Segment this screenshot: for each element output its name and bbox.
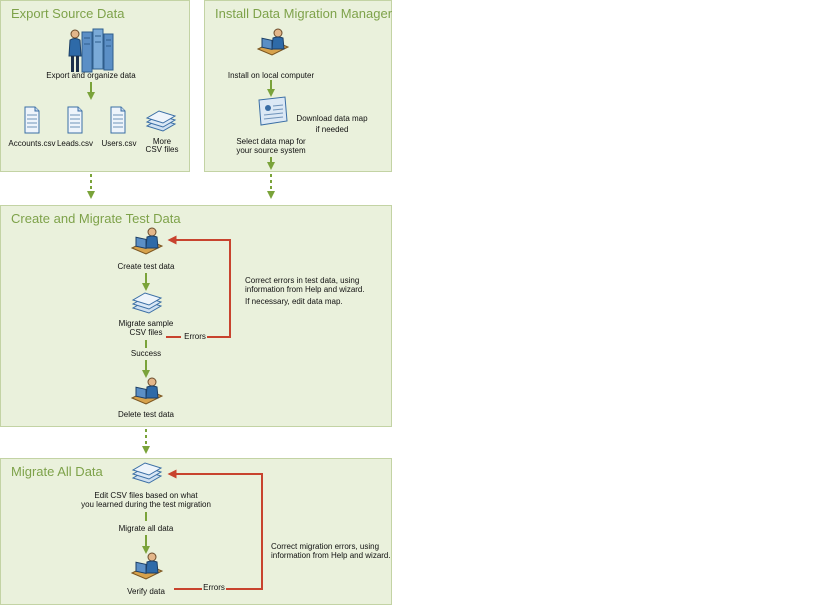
panel-title-all: Migrate All Data bbox=[11, 464, 103, 479]
person-at-computer-icon-delete bbox=[130, 376, 164, 410]
label-verify-data: Verify data bbox=[127, 587, 165, 596]
panel-install-dmm: Install Data Migration Manager bbox=[204, 0, 392, 172]
person-at-computer-icon-install bbox=[256, 27, 290, 61]
csv-file-icon-users bbox=[110, 106, 126, 134]
label-create-test-data: Create test data bbox=[117, 262, 175, 271]
label-leads-csv: Leads.csv bbox=[56, 139, 94, 148]
label-more-line2: CSV files bbox=[145, 145, 179, 154]
stacked-files-icon-more bbox=[145, 110, 177, 132]
label-all-correct-line2: information from Help and wizard. bbox=[271, 551, 391, 560]
label-all-errors: Errors bbox=[203, 583, 225, 592]
error-loop-all bbox=[167, 469, 263, 590]
stacked-files-icon-all bbox=[131, 462, 163, 484]
label-edit-csv-line1: Edit CSV files based on what bbox=[94, 491, 198, 500]
person-at-computer-icon-create bbox=[130, 226, 164, 260]
label-delete-test-data: Delete test data bbox=[117, 410, 175, 419]
data-map-document-icon bbox=[256, 96, 290, 128]
label-select-line2: your source system bbox=[236, 146, 306, 155]
label-accounts-csv: Accounts.csv bbox=[8, 139, 56, 148]
label-more-line1: More bbox=[152, 137, 172, 146]
label-migrate-sample-line1: Migrate sample bbox=[118, 319, 174, 328]
label-select-line1: Select data map for bbox=[236, 137, 306, 146]
stacked-files-icon-sample bbox=[131, 292, 163, 314]
label-edit-csv-line2: you learned during the test migration bbox=[81, 500, 211, 509]
panel-title-export: Export Source Data bbox=[11, 6, 125, 21]
person-at-computer-icon-verify bbox=[130, 551, 164, 585]
panel-title-test: Create and Migrate Test Data bbox=[11, 211, 181, 226]
panel-create-migrate-test: Create and Migrate Test Data bbox=[0, 205, 392, 427]
label-download-line1: Download data map bbox=[296, 114, 368, 123]
label-migrate-sample-line2: CSV files bbox=[129, 328, 163, 337]
panel-title-install: Install Data Migration Manager bbox=[215, 6, 393, 21]
label-users-csv: Users.csv bbox=[101, 139, 137, 148]
label-test-errors: Errors bbox=[184, 332, 206, 341]
csv-file-icon-accounts bbox=[24, 106, 40, 134]
label-install-local: Install on local computer bbox=[227, 71, 315, 80]
label-all-correct-line1: Correct migration errors, using bbox=[271, 542, 380, 551]
label-edit-data-map: If necessary, edit data map. bbox=[245, 297, 343, 306]
label-migrate-all-data: Migrate all data bbox=[118, 524, 174, 533]
label-success: Success bbox=[130, 349, 162, 358]
label-test-correct-line1: Correct errors in test data, using bbox=[245, 276, 360, 285]
csv-file-icon-leads bbox=[67, 106, 83, 134]
label-download-line2: if needed bbox=[315, 125, 349, 134]
label-test-correct-line2: information from Help and wizard. bbox=[245, 285, 365, 294]
server-person-icon bbox=[68, 26, 114, 78]
label-export-organize: Export and organize data bbox=[46, 71, 136, 80]
error-loop-test bbox=[167, 235, 231, 338]
